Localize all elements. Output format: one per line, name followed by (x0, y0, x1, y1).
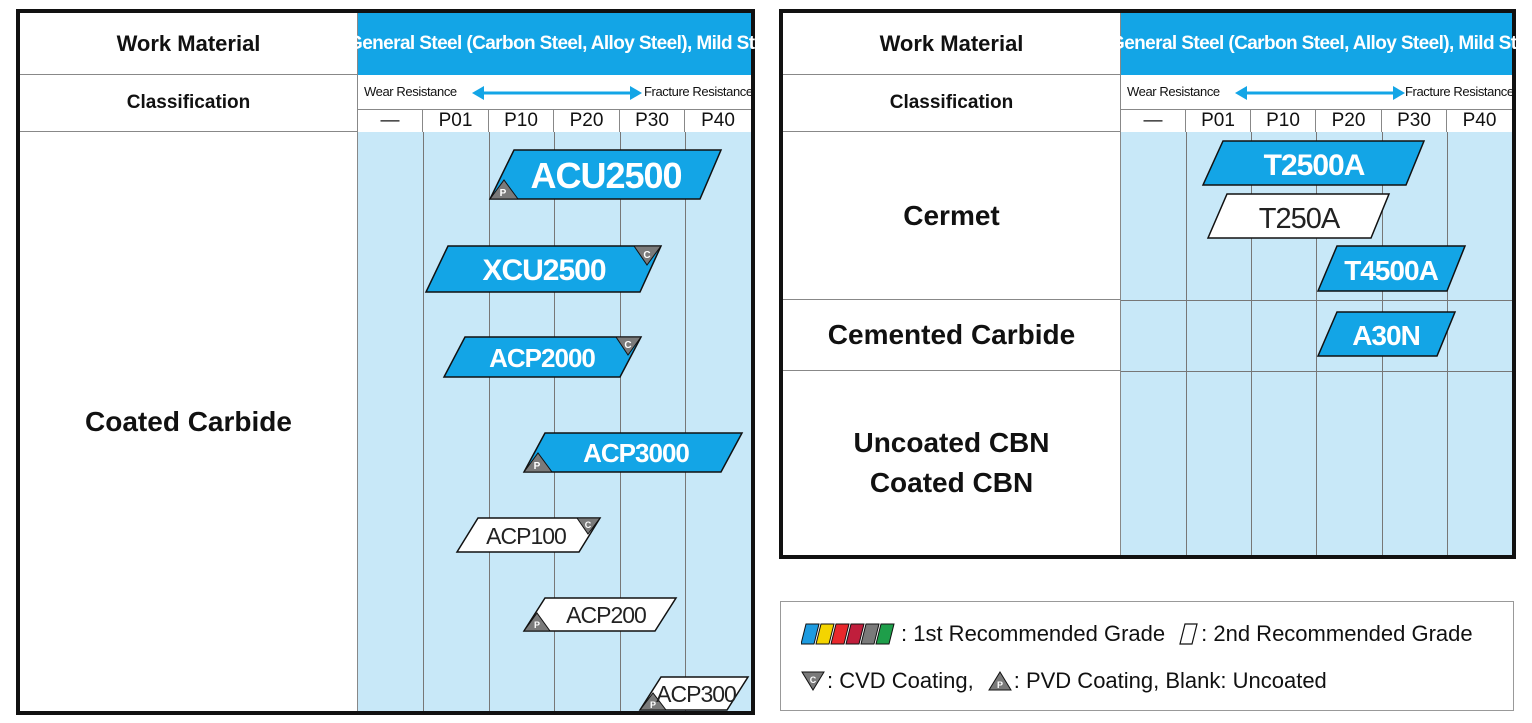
grade-label: ACP3000 (583, 438, 689, 468)
color-swatches-icon (801, 623, 895, 645)
cvd-triangle-icon: C (801, 671, 825, 691)
col-dash: — (1121, 110, 1186, 132)
legend-second-text: : 2nd Recommended Grade (1201, 621, 1473, 646)
pvd-mark: P (500, 188, 507, 199)
pvd-mark: P (650, 700, 656, 710)
grade-label: ACU2500 (530, 155, 681, 196)
fracture-resistance-label: Fracture Resistance (1405, 84, 1514, 99)
grade-label: T250A (1259, 203, 1341, 235)
col-p40: P40 (701, 110, 735, 131)
legend-line-2: C : CVD Coating, P : PVD Coating, Blank:… (801, 668, 1327, 694)
row-label-cemented-carbide: Cemented Carbide (783, 300, 1121, 371)
classification-label: Classification (783, 75, 1121, 132)
material-badge-p: P (1091, 32, 1107, 56)
grade-label: T2500A (1264, 149, 1365, 182)
material-badge-p: P (329, 32, 345, 56)
grade-a30n: A30N (1316, 311, 1457, 357)
cvd-mark: C (643, 250, 650, 261)
svg-text:C: C (810, 675, 817, 685)
col-dash: — (358, 110, 423, 132)
column-headers: — P01 P10 P20 P30 P40 (1121, 109, 1512, 134)
row-label-cermet: Cermet (783, 132, 1121, 300)
wear-resistance-label: Wear Resistance (364, 84, 457, 99)
wear-resistance-label: Wear Resistance (1127, 84, 1220, 99)
classification-label: Classification (20, 75, 358, 132)
col-p30: P30 (620, 110, 685, 132)
grade-label: T4500A (1344, 255, 1438, 286)
col-p30: P30 (1382, 110, 1447, 132)
work-material-label: Work Material (20, 13, 358, 75)
material-header: P General Steel (Carbon Steel, Alloy Ste… (1091, 13, 1532, 75)
column-headers: — P01 P10 P20 P30 P40 (358, 109, 751, 134)
grade-label: ACP2000 (489, 343, 595, 373)
cvd-mark: C (585, 520, 592, 530)
grade-chart-area: T2500A T250A T4500A A30N (1121, 132, 1512, 555)
grade-acu2500: P ACU2500 (488, 149, 723, 200)
col-p40: P40 (1462, 110, 1497, 131)
grade-acp3000: P ACP3000 (522, 432, 744, 473)
legend-pvd-text: : PVD Coating, Blank: Uncoated (1013, 668, 1327, 693)
col-p20: P20 (1316, 110, 1382, 132)
col-p01: P01 (423, 110, 489, 132)
material-header: P General Steel (Carbon Steel, Alloy Ste… (329, 13, 780, 75)
grade-label: ACP300 (656, 681, 736, 707)
material-text: General Steel (Carbon Steel, Alloy Steel… (1110, 33, 1532, 54)
row-label-cbn: Uncoated CBN Coated CBN (783, 371, 1121, 555)
legend-first-text: : 1st Recommended Grade (901, 621, 1166, 646)
grade-acp300: P ACP300 (638, 676, 750, 711)
right-grade-panel: Work Material Classification Cermet Ceme… (779, 9, 1532, 559)
work-material-label: Work Material (783, 13, 1121, 75)
grade-t4500a: T4500A (1316, 245, 1467, 292)
resistance-arrow (472, 86, 642, 100)
material-text: General Steel (Carbon Steel, Alloy Steel… (348, 33, 780, 54)
col-p01: P01 (1186, 110, 1251, 132)
row-label-coated-cbn: Coated CBN (869, 467, 1034, 498)
grade-label: ACP100 (486, 523, 566, 549)
col-p10: P10 (1251, 110, 1316, 132)
row-label-uncoated-cbn: Uncoated CBN (853, 427, 1050, 458)
svg-text:P: P (997, 680, 1003, 690)
pvd-mark: P (534, 620, 540, 630)
grade-chart-area: P ACU2500 C XCU2500 C ACP2000 P ACP3000 (358, 132, 751, 711)
row-label-coated-carbide: Coated Carbide (20, 132, 358, 711)
grade-acp200: P ACP200 (522, 597, 678, 632)
grade-acp100: C ACP100 (455, 517, 602, 553)
grade-label: A30N (1352, 320, 1420, 351)
grade-label: XCU2500 (482, 254, 605, 287)
pvd-mark: P (534, 461, 541, 472)
left-grade-panel: Work Material Classification Coated Carb… (16, 9, 780, 715)
grade-t2500a: T2500A (1201, 140, 1426, 186)
legend-box: : 1st Recommended Grade : 2nd Recommende… (780, 601, 1514, 711)
resistance-arrow (1235, 86, 1405, 100)
col-p20: P20 (554, 110, 620, 132)
legend-line-1: : 1st Recommended Grade : 2nd Recommende… (801, 621, 1473, 647)
cvd-mark: C (624, 340, 631, 351)
grade-acp2000: C ACP2000 (442, 336, 643, 378)
pvd-triangle-icon: P (987, 671, 1012, 691)
grade-label: ACP200 (566, 602, 646, 628)
legend-cvd-text: : CVD Coating, (827, 668, 974, 693)
grade-xcu2500: C XCU2500 (424, 245, 663, 293)
fracture-resistance-label: Fracture Resistance (644, 84, 753, 99)
second-grade-swatch-icon (1179, 623, 1198, 645)
col-p10: P10 (489, 110, 554, 132)
grade-t250a: T250A (1206, 193, 1391, 239)
